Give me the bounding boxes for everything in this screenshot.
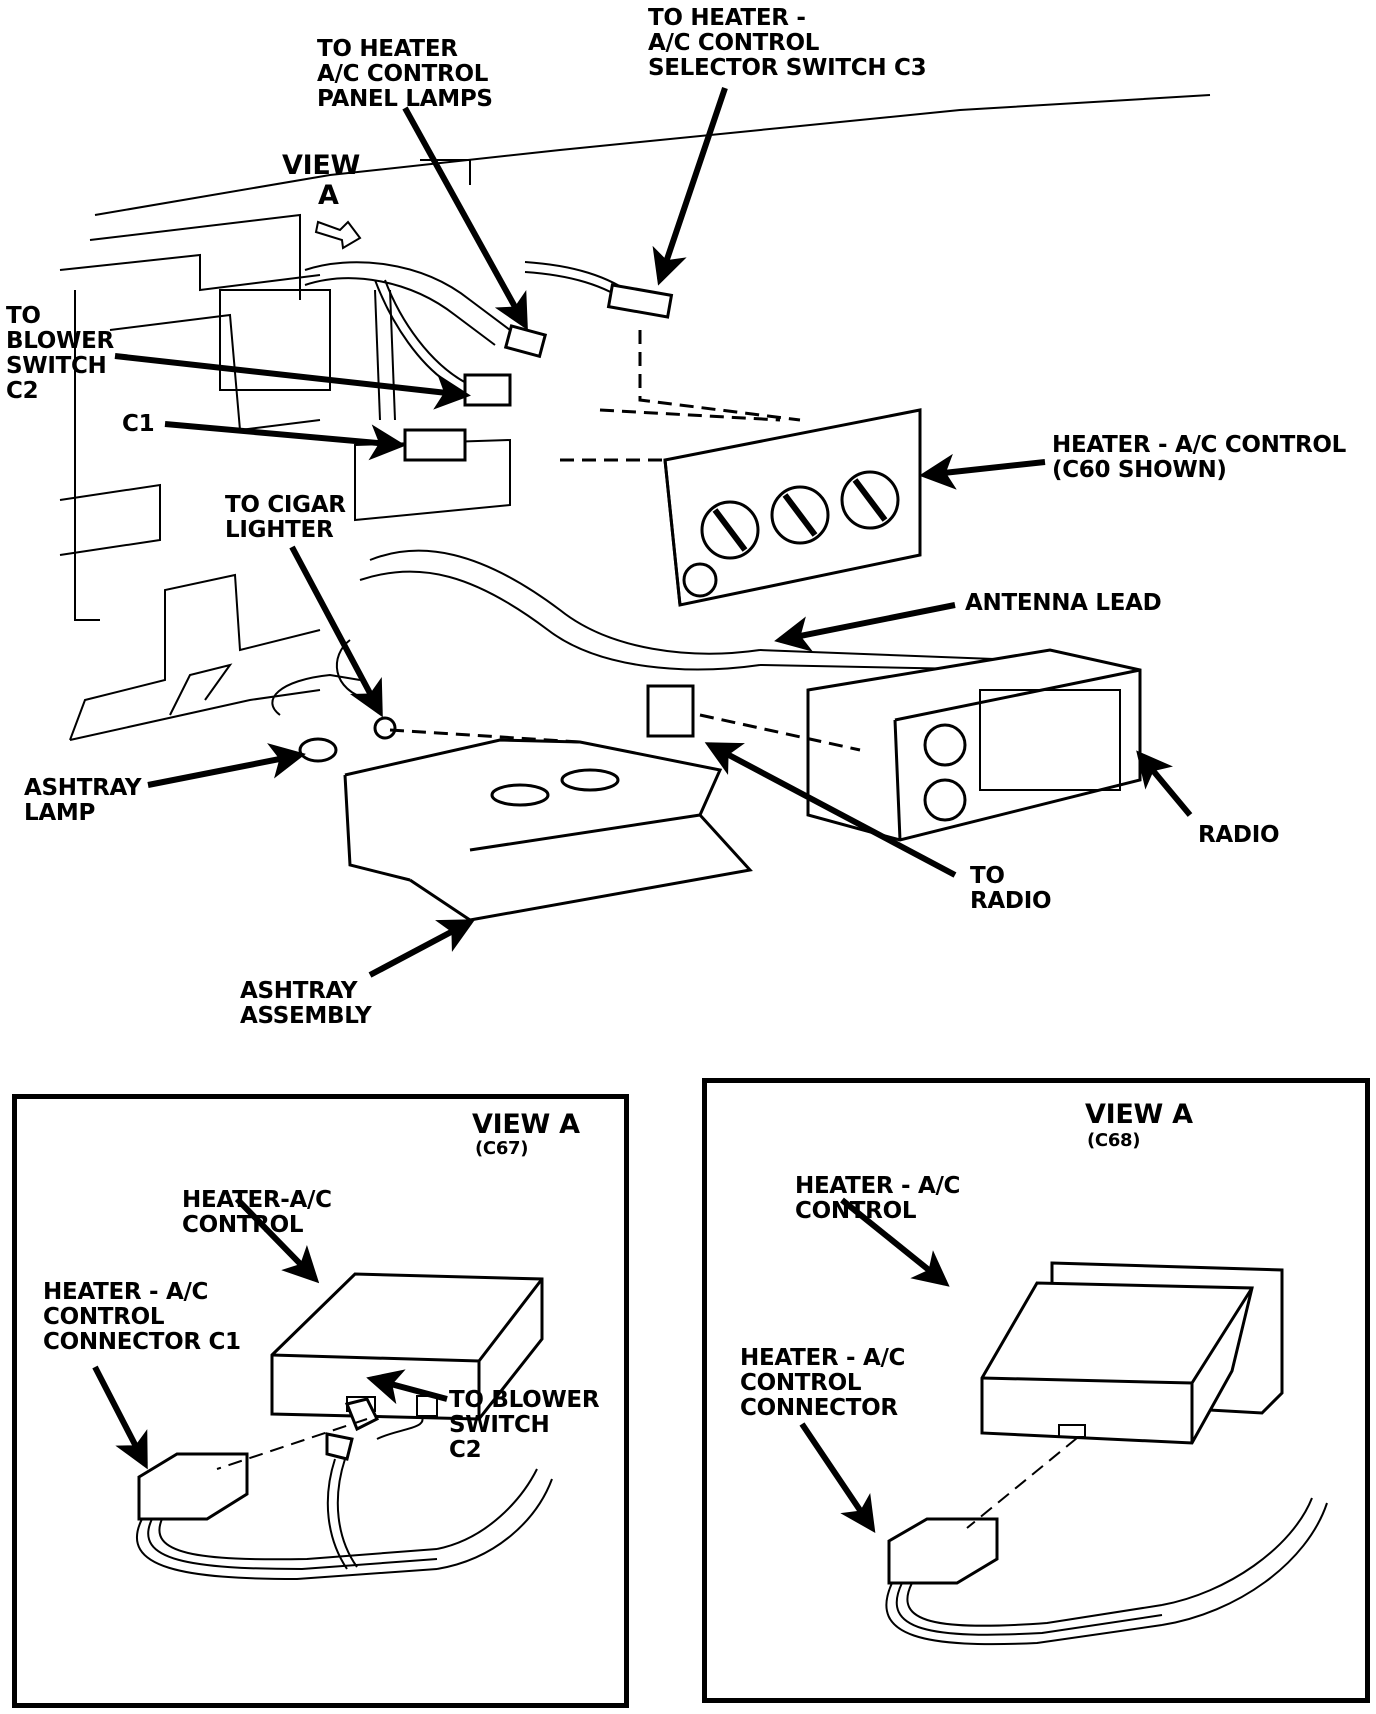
inset-c67-connector-c1-line1: HEATER - A/C bbox=[43, 1279, 209, 1305]
c67-connector-c2-mate bbox=[325, 1432, 354, 1461]
callout-ashtray-assembly-line2: ASSEMBLY bbox=[240, 1003, 372, 1029]
connector-panel-lamps bbox=[503, 324, 548, 359]
inset-c68-title: VIEW A bbox=[1085, 1099, 1193, 1130]
callout-blower-switch-line1: TO bbox=[6, 303, 41, 329]
ashtray-assembly-unit bbox=[343, 728, 753, 922]
leader-arrows bbox=[114, 87, 1193, 978]
callout-selector-switch-line2: A/C CONTROL bbox=[648, 30, 820, 56]
callout-to-radio-line2: RADIO bbox=[970, 888, 1052, 914]
connectors bbox=[298, 283, 695, 763]
callout-panel-lamps-line1: TO HEATER bbox=[317, 36, 458, 62]
callout-to-radio-line1: TO bbox=[970, 863, 1005, 889]
connector-c3 bbox=[606, 283, 674, 319]
c68-control-box bbox=[980, 1281, 1254, 1445]
connector-c1 bbox=[403, 428, 467, 462]
heater-ac-control-unit bbox=[560, 330, 922, 607]
view-a-marker-line1: VIEW bbox=[282, 150, 360, 181]
callout-blower-switch-line4: C2 bbox=[6, 378, 39, 404]
callout-cigar-lighter-line1: TO CIGAR bbox=[225, 492, 346, 518]
dash-structure bbox=[59, 94, 1211, 741]
callout-ashtray-lamp-line2: LAMP bbox=[24, 800, 96, 826]
callout-panel-lamps-line2: A/C CONTROL bbox=[317, 61, 489, 87]
inset-view-a-c68: VIEW A (C68) HEATER - A/C CONTROL HEATER… bbox=[702, 1078, 1370, 1703]
callout-cigar-lighter-line2: LIGHTER bbox=[225, 517, 334, 543]
inset-c68-connector-line1: HEATER - A/C bbox=[740, 1345, 906, 1371]
connector-c2 bbox=[463, 373, 512, 407]
inset-c68-control-line1: HEATER - A/C bbox=[795, 1173, 961, 1199]
callout-heater-ac-control-line1: HEATER - A/C CONTROL bbox=[1052, 432, 1347, 458]
inset-c67-connector-c1-line3: CONNECTOR C1 bbox=[43, 1329, 241, 1355]
inset-c67-subtitle: (C67) bbox=[475, 1138, 529, 1159]
view-a-arrow-icon bbox=[314, 220, 362, 250]
inset-c67-artwork bbox=[92, 1196, 553, 1581]
callout-ashtray-lamp-line1: ASHTRAY bbox=[24, 775, 142, 801]
c67-connector-c1 bbox=[137, 1452, 249, 1521]
cigar-lighter-connector bbox=[373, 716, 397, 740]
inset-view-a-c67: VIEW A (C67) HEATER-A/C CONTROL HEATER -… bbox=[12, 1094, 629, 1708]
inset-c67-blower-line1: TO BLOWER bbox=[449, 1387, 600, 1413]
inset-c67-control-line2: CONTROL bbox=[182, 1212, 304, 1238]
callout-selector-switch-line3: SELECTOR SWITCH C3 bbox=[648, 55, 927, 81]
c68-connector bbox=[887, 1517, 999, 1585]
inset-c67-control-line1: HEATER-A/C bbox=[182, 1187, 332, 1213]
callout-panel-lamps-line3: PANEL LAMPS bbox=[317, 86, 493, 112]
callout-blower-switch-line3: SWITCH bbox=[6, 353, 107, 379]
callout-c1: C1 bbox=[122, 411, 155, 437]
callout-antenna-lead: ANTENNA LEAD bbox=[965, 590, 1162, 616]
inset-c67-blower-line3: C2 bbox=[449, 1437, 482, 1463]
inset-c67-blower-line2: SWITCH bbox=[449, 1412, 550, 1438]
radio-unit bbox=[699, 648, 1142, 842]
c67-control-box bbox=[270, 1272, 544, 1421]
callout-heater-ac-control-line2: (C60 SHOWN) bbox=[1052, 457, 1227, 483]
inset-c68-connector-line3: CONNECTOR bbox=[740, 1395, 898, 1421]
inset-c68-control-line2: CONTROL bbox=[795, 1198, 917, 1224]
callout-blower-switch-line2: BLOWER bbox=[6, 328, 114, 354]
ashtray-lamp-bulb bbox=[298, 737, 338, 763]
inset-c68-connector-line2: CONTROL bbox=[740, 1370, 862, 1396]
inset-c67-connector-c1-line2: CONTROL bbox=[43, 1304, 165, 1330]
connector-radio bbox=[646, 684, 695, 738]
view-a-marker-line2: A bbox=[318, 180, 339, 211]
callout-radio: RADIO bbox=[1198, 822, 1280, 848]
callout-selector-switch-line1: TO HEATER - bbox=[648, 5, 806, 31]
inset-c68-subtitle: (C68) bbox=[1087, 1130, 1141, 1151]
inset-c67-title: VIEW A bbox=[472, 1109, 580, 1140]
inset-c68-artwork bbox=[799, 1197, 1328, 1646]
c67-connector-c2 bbox=[344, 1397, 380, 1432]
callout-ashtray-assembly-line1: ASHTRAY bbox=[240, 978, 358, 1004]
